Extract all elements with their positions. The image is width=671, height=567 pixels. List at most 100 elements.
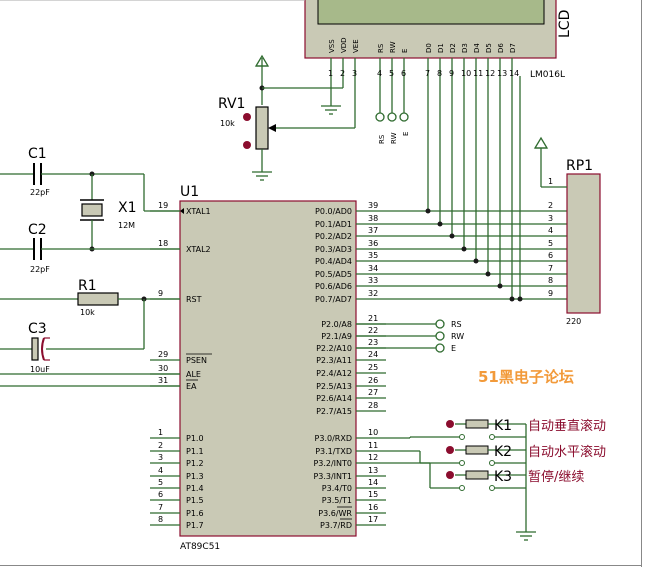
u1-pin-name: P0.6/AD6 [315,282,352,291]
lcd-pin-number: 6 [401,69,406,78]
u1-pin-number: 17 [368,515,378,524]
u1-pin-name: P2.2/A10 [316,344,352,353]
u1-pin-name: P1.6 [186,509,204,518]
lcd-pin-number: 11 [473,69,483,78]
u1-pin-name: P1.0 [186,434,204,443]
u1-pin-number: 24 [368,350,378,359]
rv1-label: RV1 [218,96,245,112]
u1-pin-name: P0.2/AD2 [315,232,352,241]
lcd-pin-name: D7 [509,43,517,53]
p2-testpoints: RS RW E [356,319,464,353]
rp1-pin-number: 4 [548,226,553,235]
rv1-value: 10k [220,119,235,128]
lcd-pin-number: 4 [377,69,382,78]
c3-label: C3 [28,321,47,337]
u1-pin-name: EA [186,382,197,391]
u1-pin-name: P3.5/T1 [322,496,352,505]
rp1-pin-number: 8 [548,276,553,285]
p2-rs-label: RS [451,320,462,329]
lcd-part: LM016L [530,70,565,80]
u1-pin-number: 13 [368,466,378,475]
rp1-pin-number: 5 [548,239,553,248]
u1-pin-name: PSEN [186,356,207,365]
x1-label: X1 [118,200,137,216]
u1-pin-name: P1.5 [186,496,204,505]
rp1-pin-number: 3 [548,214,553,223]
junction-dot [449,233,455,239]
u1-pin-name: P1.2 [186,459,204,468]
u1-part: AT89C51 [180,542,220,552]
lcd-pin-name: D4 [473,43,481,53]
lcd-pin-name: D5 [485,43,493,53]
power-arrow-icon [533,136,549,149]
u1-microcontroller: U1 AT89C51 19XTAL118XTAL29RST29PSEN30ALE… [150,184,386,552]
lcd-pin-name: VEE [352,39,360,53]
watermark-text: 51黑电子论坛 [478,368,574,386]
lcd-pin-name: D1 [437,43,445,53]
u1-pin-number: 26 [368,376,378,385]
u1-pin-name: P3.2/INT0 [313,459,352,468]
u1-pin-name: P2.4/A12 [316,369,352,378]
lcd-pin-name: VSS [328,39,336,53]
u1-pin-number: 3 [158,453,163,462]
reset-circuit: R1 10k C3 10uF [0,278,180,387]
u1-pin-number: 10 [368,428,378,437]
u1-pin-name: P1.7 [186,521,204,530]
switch-description: 自动水平滚动 [528,444,606,460]
u1-pin-name: P2.1/A9 [321,332,352,341]
u1-pin-name: P3.4/T0 [322,484,352,493]
crystal-circuit: C1 22pF X1 12M C2 22pF [0,146,180,274]
lcd-pin-number: 5 [389,69,394,78]
u1-pin-number: 23 [368,338,378,347]
u1-pin-number: 22 [368,326,378,335]
r1-label: R1 [78,278,97,294]
u1-pin-name: XTAL2 [186,245,211,254]
u1-pin-number: 37 [368,226,378,235]
c3-value: 10uF [30,365,50,374]
rp1-pin-number: 1 [548,177,553,186]
switch-k1[interactable]: K1 自动垂直滚动 [386,418,606,440]
junction-dot [485,271,491,277]
u1-pin-number: 21 [368,314,378,323]
lcd-pin-number: 12 [485,69,495,78]
testpoint-rs-label: RS [378,134,386,144]
testpoint-rw-label: RW [390,132,398,144]
lcd-pin-name: D6 [497,43,505,53]
rp1-value: 220 [566,317,581,326]
junction-dot [425,208,431,214]
switch-description: 自动垂直滚动 [528,418,606,434]
u1-pin-name: P0.7/AD7 [315,295,352,304]
lcd-module: LCD LM016L VSS1VDD2VEE3RS4RW5E6D07D18D29… [304,0,573,80]
u1-pin-number: 8 [158,515,163,524]
u1-pin-number: 11 [368,441,378,450]
u1-pin-name: P3.1/TXD [315,447,352,456]
x1-value: 12M [118,221,135,230]
rv1-potentiometer: RV1 10k [218,54,356,181]
u1-pin-name: P0.5/AD5 [315,270,352,279]
u1-pin-number: 19 [158,201,168,210]
u1-pin-number: 7 [158,503,163,512]
u1-pin-name: P2.3/A11 [316,356,352,365]
rp1-pin-number: 7 [548,264,553,273]
junction-dot [473,258,479,264]
u1-pin-number: 38 [368,214,378,223]
u1-pin-name: P0.1/AD1 [315,220,352,229]
u1-pin-name: P1.4 [186,484,204,493]
lcd-label: LCD [557,10,573,38]
u1-pin-number: 32 [368,289,378,298]
junction-dot [461,246,467,252]
u1-pin-name: P1.1 [186,447,204,456]
u1-pin-name: P2.6/A14 [316,394,352,403]
u1-pin-number: 15 [368,490,378,499]
u1-pin-number: 18 [158,239,168,248]
u1-pin-name: RST [186,295,202,304]
u1-pin-number: 4 [158,466,163,475]
u1-pin-name: P3.0/RXD [315,434,352,443]
switch-label: K1 [494,418,512,434]
u1-pin-name: XTAL1 [186,207,211,216]
lcd-pin-number: 8 [437,69,442,78]
